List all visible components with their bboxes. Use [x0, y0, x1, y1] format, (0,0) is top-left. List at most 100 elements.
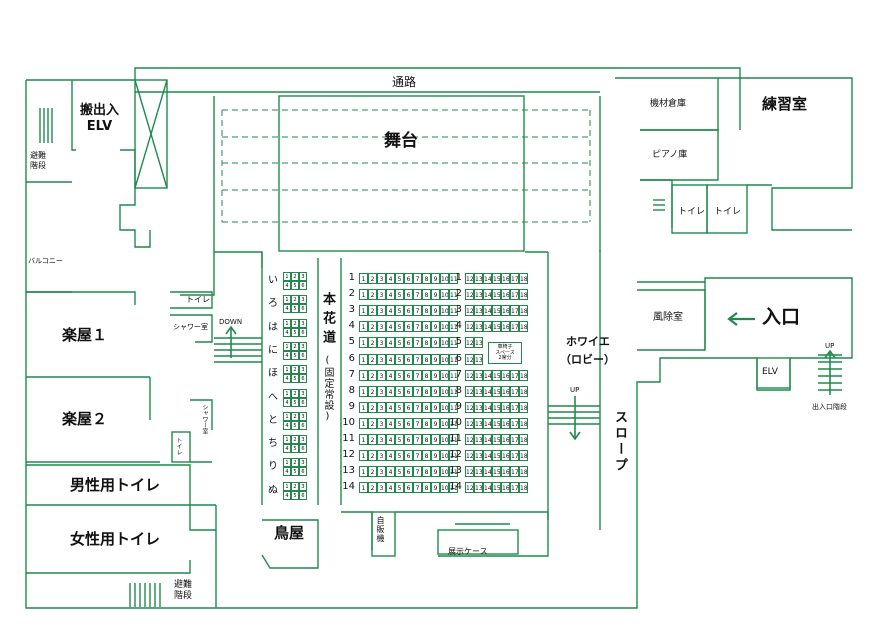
- seat[interactable]: 5: [395, 321, 404, 333]
- box-seat[interactable]: 6: [299, 397, 307, 407]
- seat[interactable]: 13: [474, 401, 483, 413]
- seat[interactable]: 3: [377, 466, 386, 478]
- seat[interactable]: 18: [519, 289, 528, 301]
- seat[interactable]: 9: [431, 273, 440, 284]
- box-seat[interactable]: 6: [299, 420, 307, 430]
- seat[interactable]: 1: [359, 482, 368, 494]
- seat[interactable]: 11: [449, 273, 458, 284]
- box-seat[interactable]: 6: [299, 350, 307, 360]
- seat[interactable]: 15: [492, 369, 501, 381]
- seat[interactable]: 13: [474, 482, 483, 494]
- box-seat[interactable]: 5: [291, 304, 299, 314]
- seat[interactable]: 3: [377, 369, 386, 381]
- seat[interactable]: 5: [395, 353, 404, 365]
- seat[interactable]: 5: [395, 450, 404, 462]
- seat[interactable]: 10: [440, 466, 449, 478]
- seat[interactable]: 12: [465, 289, 474, 301]
- seat[interactable]: 18: [519, 401, 528, 413]
- seat[interactable]: 7: [413, 273, 422, 284]
- box-seat[interactable]: 4: [283, 350, 291, 360]
- seat[interactable]: 13: [474, 321, 483, 333]
- seat[interactable]: 16: [501, 482, 510, 494]
- box-seat[interactable]: 4: [283, 327, 291, 337]
- box-seat[interactable]: 3: [299, 481, 307, 491]
- seat[interactable]: 4: [386, 289, 395, 301]
- seat[interactable]: 17: [510, 401, 519, 413]
- seat[interactable]: 10: [440, 434, 449, 445]
- box-seat[interactable]: 2: [291, 481, 299, 491]
- seat[interactable]: 1: [359, 466, 368, 478]
- seat[interactable]: 8: [422, 417, 431, 429]
- seat[interactable]: 5: [395, 305, 404, 317]
- seat[interactable]: 16: [501, 417, 510, 429]
- box-seat[interactable]: 3: [299, 458, 307, 468]
- seat[interactable]: 5: [395, 482, 404, 494]
- seat[interactable]: 17: [510, 417, 519, 429]
- seat[interactable]: 4: [386, 482, 395, 494]
- box-seat[interactable]: 2: [291, 272, 299, 281]
- seat[interactable]: 1: [359, 337, 368, 349]
- box-seat[interactable]: 1: [283, 458, 291, 468]
- seat[interactable]: 18: [519, 321, 528, 333]
- seat[interactable]: 17: [510, 450, 519, 462]
- seat[interactable]: 14: [483, 434, 492, 445]
- seat[interactable]: 9: [431, 369, 440, 381]
- seat[interactable]: 6: [404, 273, 413, 284]
- seat[interactable]: 4: [386, 369, 395, 381]
- seat[interactable]: 5: [395, 401, 404, 413]
- seat[interactable]: 9: [431, 337, 440, 349]
- seat[interactable]: 13: [474, 385, 483, 397]
- seat[interactable]: 11: [449, 337, 458, 349]
- box-seat[interactable]: 5: [291, 281, 299, 290]
- seat[interactable]: 12: [465, 434, 474, 445]
- seat[interactable]: 6: [404, 385, 413, 397]
- box-seat[interactable]: 4: [283, 304, 291, 314]
- seat[interactable]: 16: [501, 305, 510, 317]
- seat[interactable]: 6: [404, 369, 413, 381]
- box-seat[interactable]: 6: [299, 490, 307, 500]
- seat[interactable]: 12: [465, 353, 474, 365]
- seat[interactable]: 4: [386, 273, 395, 284]
- seat[interactable]: 7: [413, 466, 422, 478]
- seat[interactable]: 13: [474, 369, 483, 381]
- box-seat[interactable]: 4: [283, 374, 291, 384]
- seat[interactable]: 7: [413, 417, 422, 429]
- seat[interactable]: 4: [386, 450, 395, 462]
- seat[interactable]: 11: [449, 401, 458, 413]
- box-seat[interactable]: 1: [283, 272, 291, 281]
- seat[interactable]: 9: [431, 353, 440, 365]
- seat[interactable]: 6: [404, 337, 413, 349]
- box-seat[interactable]: 2: [291, 295, 299, 305]
- seat[interactable]: 3: [377, 450, 386, 462]
- seat[interactable]: 16: [501, 369, 510, 381]
- seat[interactable]: 4: [386, 434, 395, 445]
- seat[interactable]: 7: [413, 369, 422, 381]
- seat[interactable]: 3: [377, 337, 386, 349]
- seat[interactable]: 4: [386, 417, 395, 429]
- seat[interactable]: 3: [377, 321, 386, 333]
- box-seat[interactable]: 6: [299, 304, 307, 314]
- seat[interactable]: 3: [377, 289, 386, 301]
- seat[interactable]: 6: [404, 417, 413, 429]
- seat[interactable]: 8: [422, 273, 431, 284]
- seat[interactable]: 4: [386, 305, 395, 317]
- seat[interactable]: 6: [404, 321, 413, 333]
- seat[interactable]: 16: [501, 401, 510, 413]
- seat[interactable]: 3: [377, 305, 386, 317]
- seat[interactable]: 14: [483, 321, 492, 333]
- seat[interactable]: 17: [510, 385, 519, 397]
- seat[interactable]: 10: [440, 385, 449, 397]
- seat[interactable]: 9: [431, 466, 440, 478]
- seat[interactable]: 2: [368, 482, 377, 494]
- box-seat[interactable]: 1: [283, 388, 291, 398]
- seat[interactable]: 7: [413, 385, 422, 397]
- seat[interactable]: 7: [413, 337, 422, 349]
- seat[interactable]: 16: [501, 450, 510, 462]
- seat[interactable]: 12: [465, 369, 474, 381]
- seat[interactable]: 7: [413, 434, 422, 445]
- seat[interactable]: 9: [431, 417, 440, 429]
- seat[interactable]: 15: [492, 482, 501, 494]
- box-seat[interactable]: 6: [299, 467, 307, 477]
- box-seat[interactable]: 4: [283, 397, 291, 407]
- box-seat[interactable]: 4: [283, 467, 291, 477]
